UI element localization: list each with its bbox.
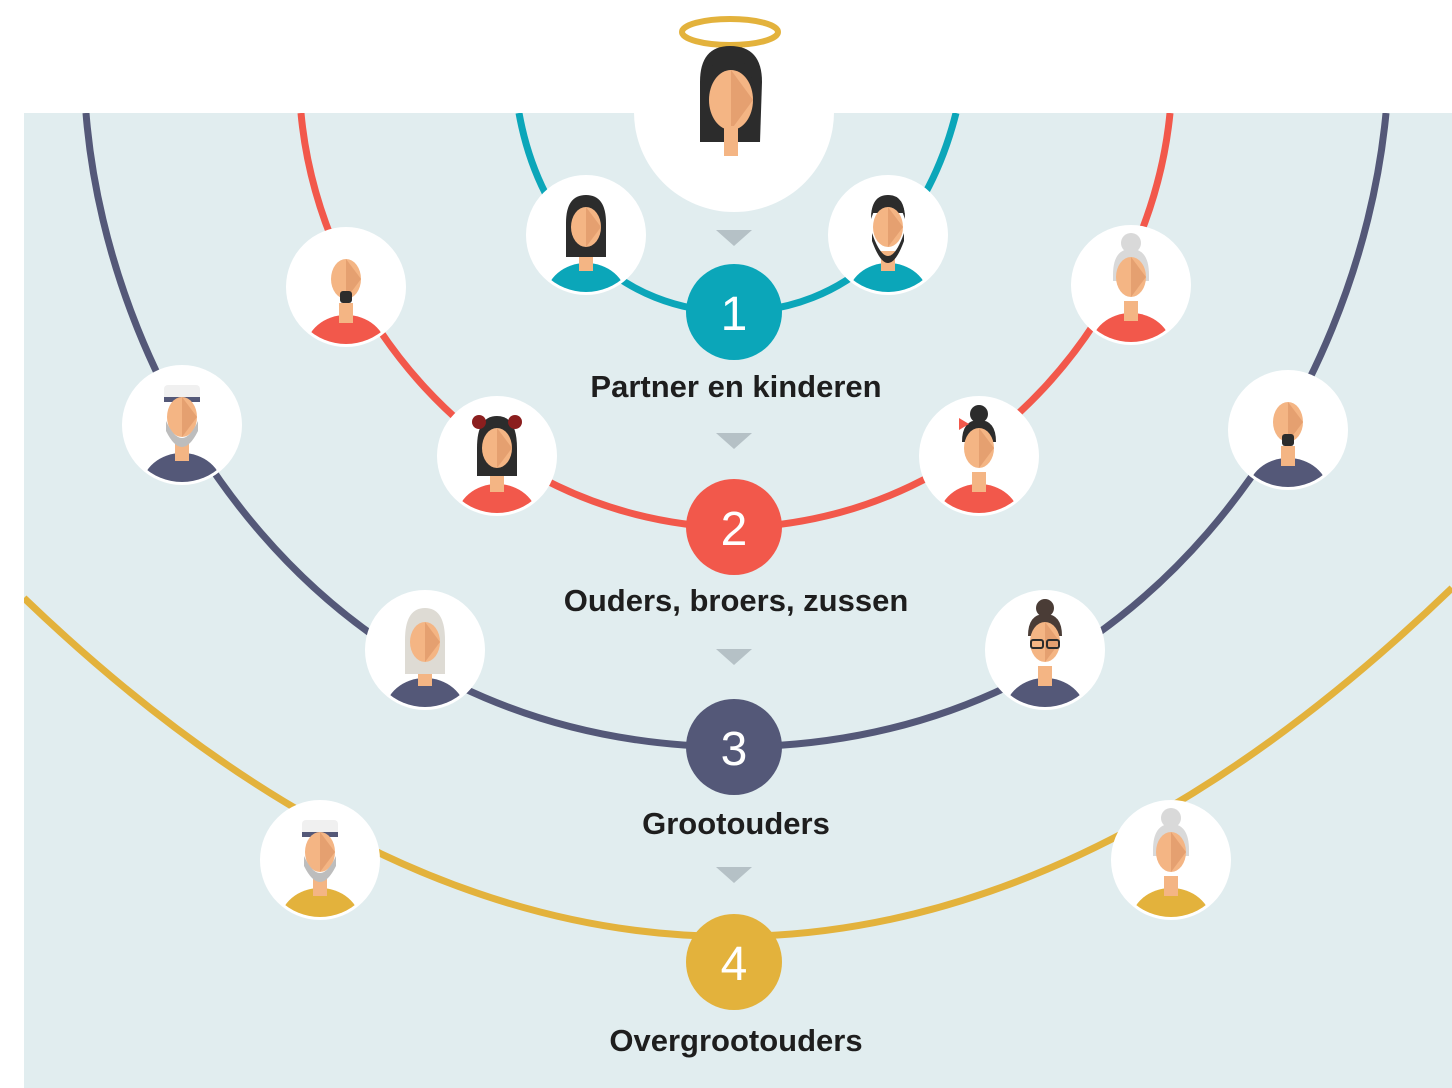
sailor-old-man-icon bbox=[142, 385, 222, 482]
avatar bbox=[286, 227, 406, 347]
arrow-down-icon bbox=[716, 230, 752, 246]
level-number: 1 bbox=[721, 288, 748, 341]
level-label-4: Overgrootouders bbox=[609, 1023, 862, 1058]
avatar bbox=[1111, 800, 1231, 920]
avatar bbox=[919, 396, 1039, 516]
arrow-down-icon bbox=[716, 649, 752, 665]
bald-goatee-man-icon bbox=[306, 259, 386, 344]
avatar bbox=[1071, 225, 1191, 345]
arrows bbox=[716, 230, 752, 883]
halo-icon bbox=[679, 16, 781, 48]
avatar bbox=[526, 175, 646, 295]
level-badge-1: 1 bbox=[686, 264, 782, 360]
avatar bbox=[365, 590, 485, 710]
level-label-3: Grootouders bbox=[642, 806, 830, 841]
avatar bbox=[828, 175, 948, 295]
level-number: 2 bbox=[721, 503, 748, 556]
avatar bbox=[260, 800, 380, 920]
level-label-1: Partner en kinderen bbox=[590, 369, 881, 404]
arrow-down-icon bbox=[716, 867, 752, 883]
center-person bbox=[634, 12, 834, 212]
grey-bun-woman-icon bbox=[1131, 808, 1211, 917]
sailor-old-man-icon bbox=[280, 820, 360, 917]
bearded-man-icon bbox=[848, 195, 928, 292]
level-number: 3 bbox=[721, 723, 748, 776]
avatar bbox=[1228, 370, 1348, 490]
deceased-woman-with-halo-icon bbox=[700, 46, 762, 156]
level-badge-3: 3 bbox=[686, 699, 782, 795]
avatar bbox=[437, 396, 557, 516]
avatar bbox=[122, 365, 242, 485]
blonde-long-hair-woman-icon bbox=[385, 608, 465, 707]
woman-pigtails-icon bbox=[457, 415, 537, 513]
level-label-2: Ouders, broers, zussen bbox=[564, 583, 909, 618]
avatar bbox=[985, 590, 1105, 710]
bald-goatee-man-icon bbox=[1248, 402, 1328, 487]
woman-glasses-bun-icon bbox=[1005, 599, 1085, 707]
level-badge-2: 2 bbox=[686, 479, 782, 575]
grey-bun-woman-icon bbox=[1091, 233, 1171, 342]
woman-bow-bun-icon bbox=[939, 405, 1019, 513]
arrow-down-icon bbox=[716, 433, 752, 449]
avatars bbox=[122, 175, 1348, 920]
woman-long-hair-icon bbox=[546, 195, 626, 292]
level-badge-4: 4 bbox=[686, 914, 782, 1010]
level-number: 4 bbox=[721, 938, 748, 991]
